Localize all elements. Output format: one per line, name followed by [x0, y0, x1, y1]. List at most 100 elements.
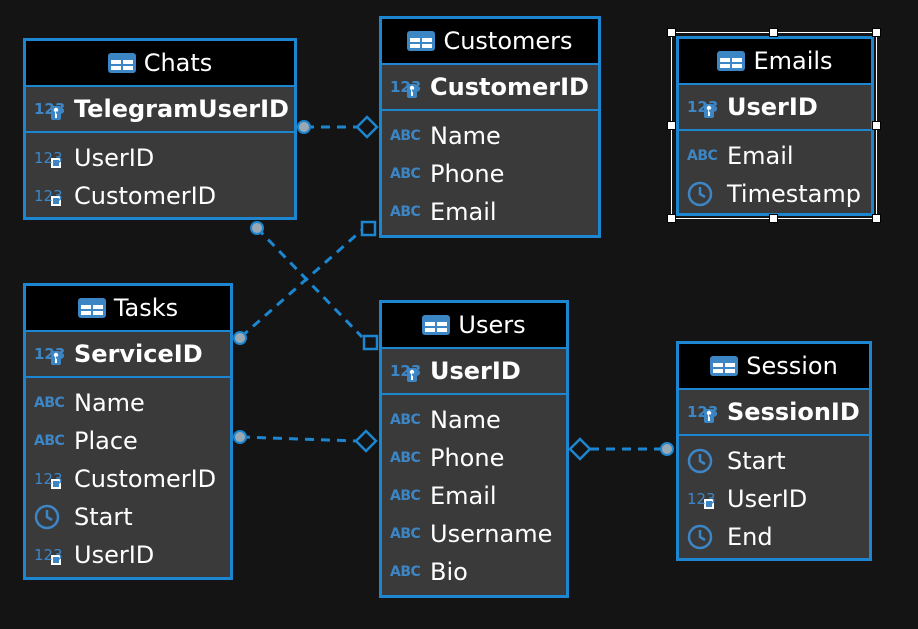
entity-header[interactable]: Chats — [26, 41, 294, 87]
column-row[interactable]: 123 UserID — [679, 480, 869, 518]
numeric-key-icon: 123 — [390, 362, 422, 382]
abc-icon: ABC — [390, 450, 421, 466]
resize-handle-w[interactable] — [667, 121, 676, 130]
column-name: UserID — [74, 541, 155, 569]
column-name: UserID — [727, 485, 808, 513]
column-name: Start — [727, 447, 786, 475]
entity-chats[interactable]: Chats 123 TelegramUserID 123 UserID 123 … — [23, 38, 297, 220]
column-row[interactable]: ABC Bio — [382, 553, 566, 591]
column-row[interactable]: ABC Email — [679, 137, 871, 175]
column-name: Start — [74, 503, 133, 531]
entity-session[interactable]: Session 123 SessionID Start 123 UserID E… — [676, 341, 872, 561]
abc-icon: ABC — [34, 433, 65, 449]
entity-header[interactable]: Customers — [382, 19, 598, 65]
column-row[interactable]: ABC Phone — [382, 439, 566, 477]
entity-header[interactable]: Tasks — [26, 286, 230, 332]
abc-icon: ABC — [34, 395, 65, 411]
column-name: Timestamp — [727, 180, 861, 208]
column-row[interactable]: 123 UserID — [26, 536, 230, 574]
column-name: CustomerID — [430, 73, 589, 101]
resize-handle-e[interactable] — [872, 121, 881, 130]
abc-icon: ABC — [390, 564, 421, 580]
resize-handle-nw[interactable] — [667, 28, 676, 37]
primary-key-row[interactable]: 123 TelegramUserID — [26, 87, 294, 133]
column-row[interactable]: Start — [679, 442, 869, 480]
column-row[interactable]: ABC Email — [382, 477, 566, 515]
column-name: TelegramUserID — [74, 95, 289, 123]
column-name: ServiceID — [74, 340, 203, 368]
numeric-key-icon: 123 — [34, 345, 66, 365]
entity-header[interactable]: Session — [679, 344, 869, 390]
abc-icon: ABC — [390, 488, 421, 504]
resize-handle-ne[interactable] — [872, 28, 881, 37]
table-icon — [717, 51, 746, 71]
primary-key-row[interactable]: 123 UserID — [679, 85, 871, 131]
column-name: UserID — [74, 144, 155, 172]
column-name: Place — [74, 427, 138, 455]
column-name: Name — [74, 389, 145, 417]
link-end-diamond — [568, 437, 592, 461]
entity-customers[interactable]: Customers 123 CustomerID ABC Name ABC Ph… — [379, 16, 601, 238]
abc-icon: ABC — [687, 148, 718, 164]
entity-tasks[interactable]: Tasks 123 ServiceID ABC Name ABC Place 1… — [23, 283, 233, 580]
link-end-dot — [660, 442, 674, 456]
column-name: Name — [430, 122, 501, 150]
entity-header[interactable]: Emails — [679, 39, 871, 85]
resize-handle-n[interactable] — [769, 28, 778, 37]
abc-icon: ABC — [390, 204, 421, 220]
column-name: UserID — [430, 357, 521, 385]
link-end-diamond — [355, 115, 379, 139]
column-row[interactable]: ABC Phone — [382, 155, 598, 193]
link-end-square — [362, 334, 379, 351]
table-icon — [107, 53, 136, 73]
numeric-fk-icon: 123 — [34, 187, 63, 206]
abc-icon: ABC — [390, 412, 421, 428]
column-name: Phone — [430, 444, 505, 472]
column-row[interactable]: 123 CustomerID — [26, 460, 230, 498]
entity-users[interactable]: Users 123 UserID ABC Name ABC Phone ABC … — [379, 300, 569, 598]
clock-icon — [687, 524, 721, 550]
column-row[interactable]: ABC Email — [382, 193, 598, 231]
primary-key-row[interactable]: 123 SessionID — [679, 390, 869, 436]
numeric-fk-icon: 123 — [34, 149, 63, 168]
link-end-square — [360, 220, 377, 237]
abc-icon: ABC — [390, 166, 421, 182]
resize-handle-sw[interactable] — [667, 214, 676, 223]
link-tasks-customers[interactable] — [240, 228, 363, 339]
column-name: Email — [430, 482, 497, 510]
column-row[interactable]: ABC Username — [382, 515, 566, 553]
column-name: Email — [727, 142, 794, 170]
column-row[interactable]: Start — [26, 498, 230, 536]
column-row[interactable]: ABC Name — [382, 401, 566, 439]
primary-key-row[interactable]: 123 CustomerID — [382, 65, 598, 111]
column-name: Bio — [430, 558, 468, 586]
column-row[interactable]: ABC Place — [26, 422, 230, 460]
link-end-dot — [297, 120, 311, 134]
resize-handle-se[interactable] — [872, 214, 881, 223]
table-icon — [407, 31, 436, 51]
numeric-fk-icon: 123 — [34, 470, 63, 489]
table-icon — [422, 315, 451, 335]
column-name: Phone — [430, 160, 505, 188]
column-name: End — [727, 523, 773, 551]
resize-handle-s[interactable] — [769, 214, 778, 223]
link-tasks-users[interactable] — [240, 435, 358, 443]
link-end-dot — [250, 221, 264, 235]
column-row[interactable]: End — [679, 518, 869, 556]
link-chats-users[interactable] — [255, 226, 364, 339]
column-name: UserID — [727, 93, 818, 121]
column-row[interactable]: 123 CustomerID — [26, 177, 294, 215]
numeric-key-icon: 123 — [390, 78, 422, 98]
numeric-fk-icon: 123 — [687, 490, 716, 509]
column-row[interactable]: 123 UserID — [26, 139, 294, 177]
clock-icon — [687, 448, 721, 474]
primary-key-row[interactable]: 123 UserID — [382, 349, 566, 395]
entity-header[interactable]: Users — [382, 303, 566, 349]
column-row[interactable]: Timestamp — [679, 175, 871, 213]
column-row[interactable]: ABC Name — [382, 117, 598, 155]
link-end-dot — [233, 430, 247, 444]
column-row[interactable]: ABC Name — [26, 384, 230, 422]
primary-key-row[interactable]: 123 ServiceID — [26, 332, 230, 378]
column-name: CustomerID — [74, 465, 217, 493]
